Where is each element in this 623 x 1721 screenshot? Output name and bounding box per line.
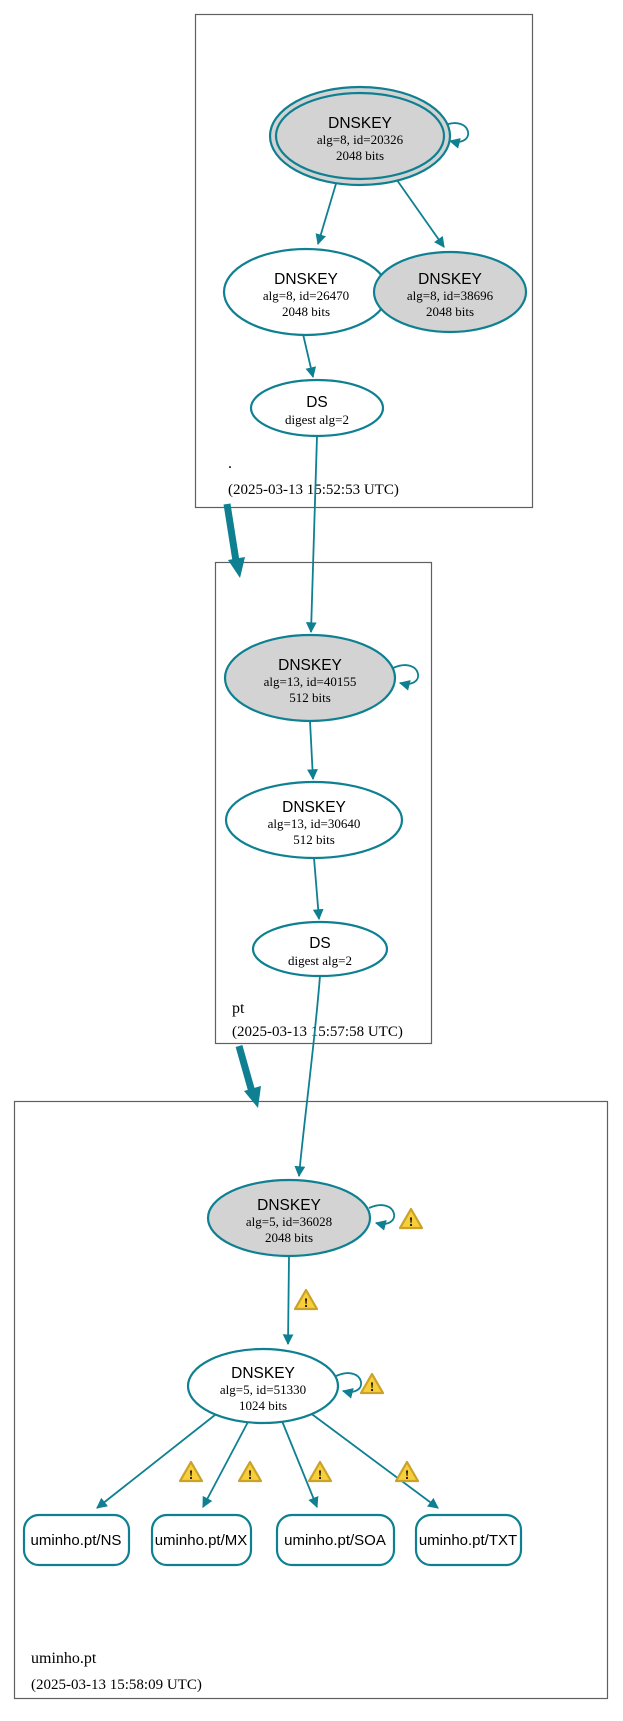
node-digest: digest alg=2 (285, 412, 349, 427)
edge-ptksk-to-ptzsk (307, 720, 318, 781)
node-digest: digest alg=2 (288, 953, 352, 968)
edge-uminhoksk-to-uminhozsk (282, 1255, 294, 1346)
node-dnskey-30640[interactable]: DNSKEY alg=13, id=30640 512 bits (224, 780, 404, 860)
warning-icon: ! (237, 1460, 263, 1483)
node-shape (275, 1513, 396, 1567)
svg-text:!: ! (304, 1295, 308, 1310)
node-bits: 512 bits (293, 832, 335, 847)
node-alg: alg=13, id=40155 (264, 674, 357, 689)
warning-icon: ! (178, 1460, 204, 1483)
rrset-label: uminho.pt/NS (31, 1532, 122, 1549)
rrset-label: uminho.pt/SOA (284, 1532, 386, 1549)
zone-box-root (194, 13, 534, 509)
node-shape (372, 250, 528, 334)
delegation-arrowhead-root-to-pt (228, 557, 245, 578)
self-sign-loop-zsk51330 (335, 1372, 362, 1399)
node-title: DNSKEY (257, 1197, 321, 1214)
node-shape (249, 378, 385, 438)
svg-text:!: ! (409, 1214, 413, 1229)
self-sign-loop-ksk36028 (368, 1204, 395, 1231)
node-shape (414, 1513, 523, 1567)
edge-zsk51330-to-soa (281, 1420, 319, 1509)
node-alg: alg=13, id=30640 (268, 816, 361, 831)
node-ds-pt[interactable]: DS digest alg=2 (251, 920, 389, 978)
edge-ksk20326-to-ksk38696 (391, 172, 445, 248)
node-ds-root[interactable]: DS digest alg=2 (249, 378, 385, 438)
warning-icon: ! (307, 1460, 333, 1483)
node-rrset-txt[interactable]: uminho.pt/TXT (414, 1513, 523, 1567)
node-title: DNSKEY (328, 115, 392, 132)
node-bits: 2048 bits (336, 148, 384, 163)
zone-box-pt (214, 561, 433, 1045)
warning-icon: ! (398, 1207, 424, 1230)
delegation-arrow-root-to-pt (223, 503, 240, 562)
node-dnskey-40155[interactable]: DNSKEY alg=13, id=40155 512 bits (223, 633, 397, 723)
node-shape (150, 1513, 253, 1567)
zone-label-pt: pt (232, 1000, 245, 1017)
self-sign-loop-ksk20326 (442, 122, 469, 149)
node-dnskey-20326[interactable]: DNSKEY alg=8, id=20326 2048 bits (268, 85, 452, 187)
node-bits: 512 bits (289, 690, 331, 705)
node-shape (22, 1513, 131, 1567)
svg-text:!: ! (405, 1467, 409, 1482)
zone-box-uminho (13, 1100, 609, 1700)
node-title: DS (306, 394, 328, 411)
node-shape (186, 1347, 340, 1425)
node-alg: alg=8, id=20326 (317, 132, 404, 147)
node-alg: alg=5, id=51330 (220, 1382, 306, 1397)
svg-text:!: ! (248, 1467, 252, 1482)
node-rrset-soa[interactable]: uminho.pt/SOA (275, 1513, 396, 1567)
edge-ptds-to-uminhoksk (294, 975, 321, 1178)
node-dnskey-51330[interactable]: DNSKEY alg=5, id=51330 1024 bits (186, 1347, 340, 1425)
node-title: DNSKEY (231, 1365, 295, 1382)
node-rrset-ns[interactable]: uminho.pt/NS (22, 1513, 131, 1567)
zone-timestamp-pt: (2025-03-13 15:57:58 UTC) (232, 1024, 403, 1040)
edge-ksk20326-to-zsk26470 (315, 176, 339, 246)
edge-rootds-to-ptksk (305, 435, 318, 634)
zone-timestamp-root: (2025-03-13 15:52:53 UTC) (228, 482, 399, 498)
rrset-label: uminho.pt/TXT (419, 1532, 517, 1549)
node-bits: 2048 bits (265, 1230, 313, 1245)
node-bits: 2048 bits (426, 304, 474, 319)
node-title: DS (309, 935, 331, 952)
node-shape (206, 1178, 372, 1258)
node-rrset-mx[interactable]: uminho.pt/MX (150, 1513, 253, 1567)
node-title: DNSKEY (274, 271, 338, 288)
svg-text:!: ! (189, 1467, 193, 1482)
node-shape (274, 91, 446, 181)
self-sign-loop-ksk40155 (392, 664, 419, 691)
node-dnskey-38696[interactable]: DNSKEY alg=8, id=38696 2048 bits (372, 250, 528, 334)
node-bits: 1024 bits (239, 1398, 287, 1413)
edge-ptzsk-to-ptds (312, 857, 324, 921)
svg-text:!: ! (318, 1467, 322, 1482)
zone-label-uminho: uminho.pt (31, 1650, 97, 1667)
node-dnskey-26470[interactable]: DNSKEY alg=8, id=26470 2048 bits (222, 247, 390, 337)
zone-timestamp-uminho: (2025-03-13 15:58:09 UTC) (31, 1677, 202, 1693)
node-title: DNSKEY (418, 271, 482, 288)
delegation-arrow-pt-to-uminho (235, 1045, 256, 1093)
edge-zsk26470-to-ds (302, 333, 317, 379)
zone-label-root: . (228, 455, 232, 472)
edge-zsk51330-to-ns (96, 1410, 221, 1509)
node-shape (251, 920, 389, 978)
edge-zsk51330-to-mx (202, 1419, 250, 1508)
node-title: DNSKEY (282, 799, 346, 816)
node-shape (224, 780, 404, 860)
node-shape (223, 633, 397, 723)
delegation-arrowhead-pt-to-uminho (244, 1086, 261, 1108)
node-alg: alg=8, id=26470 (263, 288, 349, 303)
node-title: DNSKEY (278, 657, 342, 674)
warning-icon: ! (394, 1460, 420, 1483)
warning-icon: ! (359, 1372, 385, 1395)
node-dnskey-36028[interactable]: DNSKEY alg=5, id=36028 2048 bits (206, 1178, 372, 1258)
node-bits: 2048 bits (282, 304, 330, 319)
node-alg: alg=5, id=36028 (246, 1214, 332, 1229)
warning-icon: ! (293, 1288, 319, 1311)
rrset-label: uminho.pt/MX (155, 1532, 248, 1549)
node-alg: alg=8, id=38696 (407, 288, 494, 303)
edge-zsk51330-to-txt (308, 1411, 439, 1509)
svg-text:!: ! (370, 1379, 374, 1394)
